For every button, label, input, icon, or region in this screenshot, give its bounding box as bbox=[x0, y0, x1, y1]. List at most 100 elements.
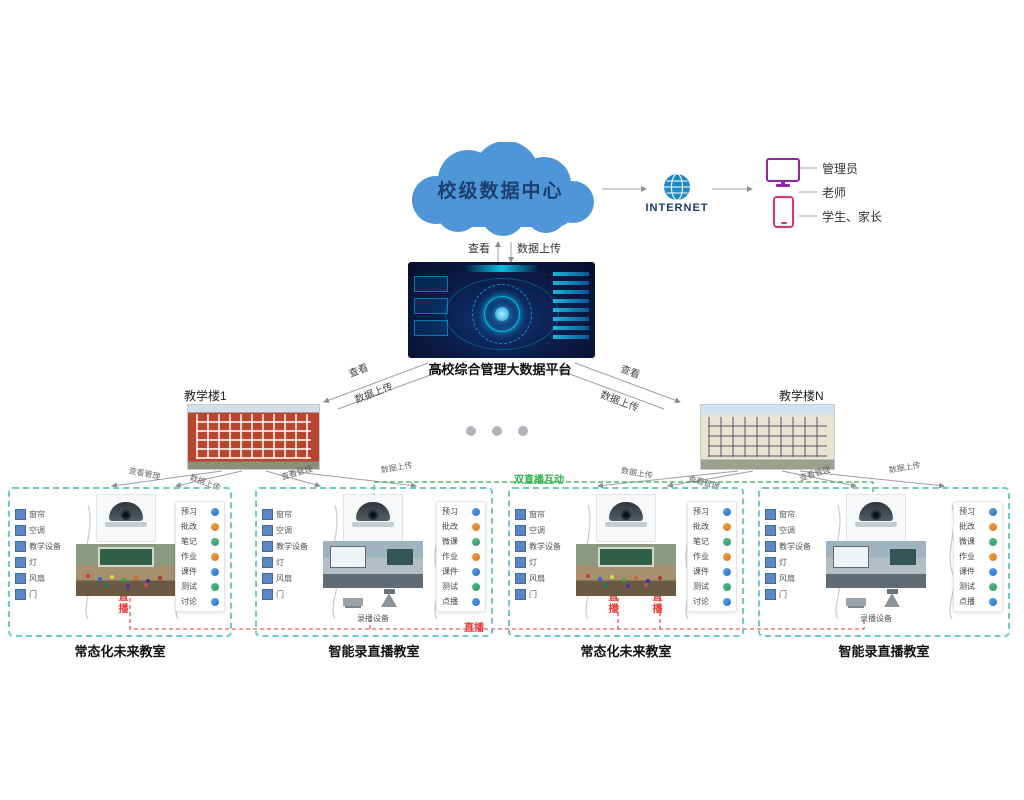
classroom-photo bbox=[826, 541, 926, 588]
dual-live-label: 双直播互动 bbox=[514, 475, 564, 486]
monitor-icon bbox=[766, 158, 800, 182]
function-icon bbox=[211, 567, 219, 576]
function-item: 批改 bbox=[688, 519, 736, 534]
user-role-label: 老师 bbox=[822, 186, 847, 200]
upload-arrow-label: 数据上传 bbox=[517, 243, 561, 255]
function-icon bbox=[472, 507, 480, 516]
device-list: 窗帘空调教学设备灯风扇门 bbox=[15, 506, 61, 602]
function-label: 点播 bbox=[442, 597, 458, 606]
function-icon bbox=[472, 552, 480, 561]
dome-camera-image bbox=[96, 494, 156, 542]
function-label: 批改 bbox=[959, 522, 975, 531]
device-label: 风扇 bbox=[529, 573, 545, 583]
function-item: 讨论 bbox=[688, 594, 736, 609]
dashboard-bars bbox=[553, 272, 589, 344]
function-icon bbox=[723, 537, 731, 546]
device-list: 窗帘空调教学设备灯风扇门 bbox=[515, 506, 561, 602]
function-label: 点播 bbox=[959, 597, 975, 606]
cluster-title: 智能录直播教室 bbox=[328, 644, 420, 659]
function-label: 笔记 bbox=[181, 537, 197, 546]
recording-equipment bbox=[341, 589, 417, 611]
function-item: 笔记 bbox=[688, 534, 736, 549]
device-icon bbox=[765, 508, 776, 520]
function-icon bbox=[989, 522, 997, 531]
function-label: 微课 bbox=[959, 537, 975, 546]
live-label: 直播 bbox=[464, 623, 484, 634]
device-label: 灯 bbox=[29, 557, 37, 567]
dashboard-ring bbox=[471, 283, 532, 344]
function-icon bbox=[472, 597, 480, 606]
recording-equipment bbox=[844, 589, 920, 611]
device-label: 风扇 bbox=[29, 573, 45, 583]
device-icon bbox=[15, 556, 26, 568]
building-1-label: 教学楼1 bbox=[184, 389, 227, 403]
function-icon bbox=[723, 552, 731, 561]
device-item: 门 bbox=[515, 586, 561, 602]
function-label: 预习 bbox=[693, 507, 709, 516]
device-icon bbox=[515, 508, 526, 520]
camera-lens bbox=[121, 510, 131, 520]
dome-camera-image bbox=[846, 494, 906, 542]
function-icon bbox=[723, 507, 731, 516]
device-label: 窗帘 bbox=[779, 509, 795, 519]
function-item: 作业 bbox=[437, 549, 485, 564]
device-list: 窗帘空调教学设备灯风扇门 bbox=[262, 506, 308, 602]
device-item: 门 bbox=[765, 586, 811, 602]
device-label: 灯 bbox=[529, 557, 537, 567]
view-arrow-label: 查看 bbox=[468, 243, 490, 255]
function-label: 作业 bbox=[693, 552, 709, 561]
device-label: 教学设备 bbox=[529, 541, 561, 551]
function-item: 笔记 bbox=[176, 534, 224, 549]
device-label: 空调 bbox=[529, 525, 545, 535]
device-icon bbox=[262, 540, 273, 552]
function-item: 批改 bbox=[437, 519, 485, 534]
device-icon bbox=[262, 572, 273, 584]
function-list: 预习批改微课作业课件测试点播 bbox=[436, 501, 486, 612]
function-label: 笔记 bbox=[693, 537, 709, 546]
function-item: 作业 bbox=[954, 549, 1002, 564]
function-item: 测试 bbox=[954, 579, 1002, 594]
recording-equipment-label: 录播设备 bbox=[357, 614, 389, 623]
function-item: 作业 bbox=[688, 549, 736, 564]
device-icon bbox=[15, 524, 26, 536]
function-icon bbox=[211, 597, 219, 606]
device-icon bbox=[765, 572, 776, 584]
device-item: 灯 bbox=[15, 554, 61, 570]
device-label: 窗帘 bbox=[529, 509, 545, 519]
function-item: 作业 bbox=[176, 549, 224, 564]
cluster-recording-classroom-2: 窗帘空调教学设备灯风扇门 录播设备 预习批改微课作业课件测试点播 bbox=[758, 487, 1010, 637]
cluster-recording-classroom-1: 窗帘空调教学设备灯风扇门 录播设备 预习批改微课作业课件测试点播 bbox=[255, 487, 493, 637]
function-item: 微课 bbox=[954, 534, 1002, 549]
function-icon bbox=[211, 552, 219, 561]
device-label: 窗帘 bbox=[276, 509, 292, 519]
device-icon bbox=[765, 588, 776, 600]
classroom-photo bbox=[576, 544, 676, 596]
camera-lens bbox=[368, 510, 378, 520]
classroom-photo bbox=[323, 541, 423, 588]
camera-lens bbox=[871, 510, 881, 520]
building-n-label: 教学楼N bbox=[779, 389, 824, 403]
device-icon bbox=[765, 540, 776, 552]
function-icon bbox=[723, 567, 731, 576]
device-label: 空调 bbox=[29, 525, 45, 535]
live-label: 直播 bbox=[116, 591, 127, 615]
device-item: 灯 bbox=[765, 554, 811, 570]
building-1-photo bbox=[187, 404, 320, 470]
function-item: 课件 bbox=[688, 564, 736, 579]
device-icon bbox=[515, 524, 526, 536]
function-icon bbox=[472, 537, 480, 546]
function-label: 课件 bbox=[959, 567, 975, 576]
function-label: 测试 bbox=[442, 582, 458, 591]
device-list: 窗帘空调教学设备灯风扇门 bbox=[765, 506, 811, 602]
device-label: 空调 bbox=[276, 525, 292, 535]
function-item: 课件 bbox=[437, 564, 485, 579]
function-icon bbox=[211, 582, 219, 591]
device-item: 风扇 bbox=[262, 570, 308, 586]
cluster-title: 智能录直播教室 bbox=[838, 644, 930, 659]
device-item: 窗帘 bbox=[15, 506, 61, 522]
device-label: 门 bbox=[529, 589, 537, 599]
function-item: 微课 bbox=[437, 534, 485, 549]
function-item: 点播 bbox=[437, 594, 485, 609]
function-icon bbox=[211, 522, 219, 531]
